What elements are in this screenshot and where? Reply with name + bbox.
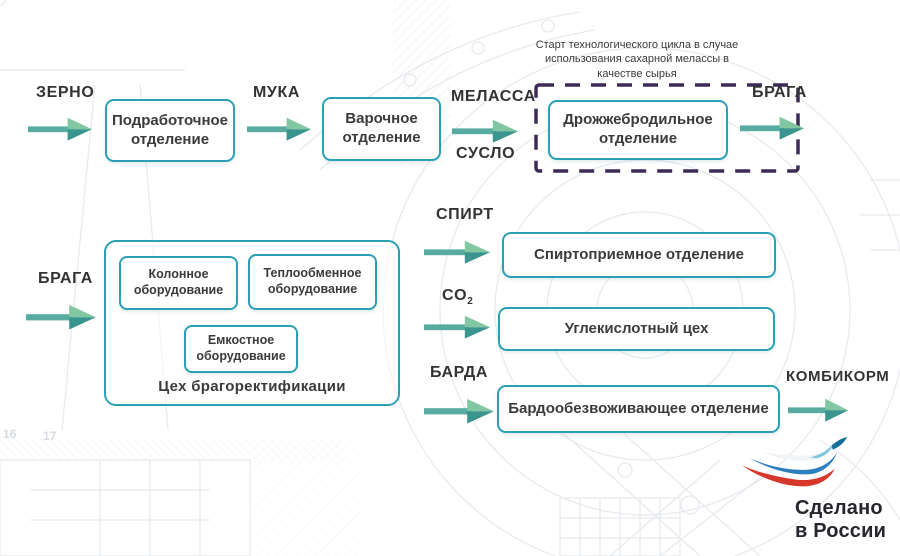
- node-label: Углекислотный цех: [564, 319, 709, 337]
- node-label: Бардообезвоживающее отделение: [508, 399, 769, 417]
- logo-bird-icon: [736, 437, 852, 497]
- arrow-zerno-icon: [28, 115, 94, 143]
- logo-line2: в России: [795, 520, 887, 542]
- node-label: Спиртоприемное отделение: [534, 245, 744, 263]
- group-bragorektifikatsiya: Колонное оборудование Теплообменное обор…: [104, 240, 400, 406]
- node-label: Колонное оборудование: [133, 267, 224, 297]
- blueprint-part-number: 16: [3, 427, 17, 441]
- label-braga-out: БРАГА: [752, 84, 807, 101]
- node-uglekislotny: Углекислотный цех: [498, 307, 775, 351]
- node-bardoobezvozhivayushchee: Бардообезвоживающее отделение: [497, 385, 780, 433]
- node-podrabotochnoe: Подработочное отделение: [105, 99, 235, 162]
- arrow-muka-icon: [247, 115, 313, 143]
- group-title-bragorektifikatsiya: Цех брагоректификации: [158, 378, 346, 395]
- arrow-kombikorm-icon: [788, 396, 850, 424]
- node-emkostnoe: Емкостное оборудование: [184, 325, 298, 373]
- node-label: Подработочное отделение: [111, 111, 229, 148]
- node-kolonnoe: Колонное оборудование: [119, 256, 238, 310]
- node-spirtopriemnoe: Спиртоприемное отделение: [502, 232, 776, 278]
- arrow-barda-icon: [424, 396, 496, 426]
- logo-text: Сделано в России: [795, 497, 886, 543]
- label-co2: CO2: [442, 287, 473, 307]
- label-kombikorm: КОМБИКОРМ: [786, 368, 890, 385]
- label-zerno: ЗЕРНО: [36, 84, 95, 101]
- node-label: Теплообменное оборудование: [263, 266, 362, 296]
- logo-line1: Сделано: [795, 497, 883, 519]
- note-melassa-start: Старт технологического цикла в случае ис…: [535, 39, 739, 80]
- label-suslo: СУСЛО: [456, 145, 516, 162]
- label-barda: БАРДА: [430, 364, 489, 381]
- node-teploobmennoe: Теплообменное оборудование: [248, 254, 377, 310]
- blueprint-part-number: 17: [43, 429, 57, 443]
- arrow-braga-in-icon: [26, 302, 98, 332]
- label-muka: МУКА: [253, 84, 301, 101]
- node-label: Дрожжебродильное отделение: [563, 111, 713, 147]
- co2-base: CO: [442, 287, 468, 304]
- co2-subscript: 2: [467, 296, 474, 308]
- arrow-braga-out-icon: [740, 114, 806, 142]
- node-varochnoe: Варочное отделение: [322, 97, 441, 161]
- label-braga-in: БРАГА: [38, 270, 93, 287]
- label-spirt: СПИРТ: [436, 206, 494, 223]
- node-label: Варочное отделение: [342, 110, 421, 146]
- node-label: Емкостное оборудование: [196, 333, 286, 363]
- arrow-suslo-icon: [452, 117, 520, 145]
- arrow-spirt-icon: [424, 238, 492, 266]
- arrow-co2-icon: [424, 313, 492, 341]
- label-melassa: МЕЛАССА: [451, 88, 536, 105]
- node-drozhzhebrodilnoe: Дрожжебродильное отделение: [548, 100, 728, 160]
